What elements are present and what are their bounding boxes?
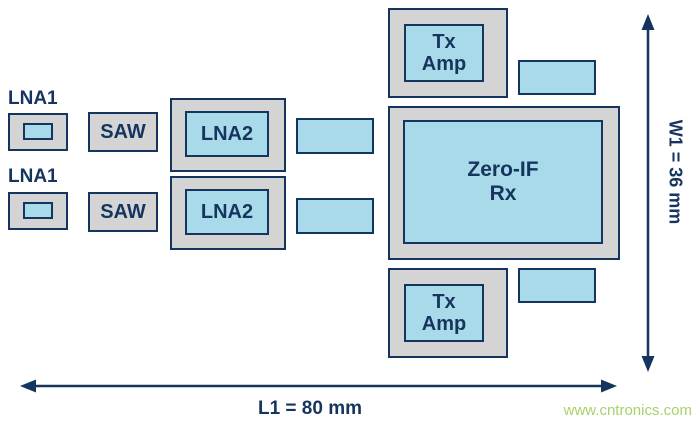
tx-amp-top-package: Tx Amp: [388, 8, 508, 98]
zero-if-rx-die-label: Zero-IF Rx: [403, 120, 603, 244]
component-rx-input-row1: [296, 118, 374, 154]
lna1-package-row2: [8, 192, 68, 230]
tx-amp-bottom-package: Tx Amp: [388, 268, 508, 358]
lna1-die-row2: [23, 202, 53, 219]
lna2-package-row1: LNA2: [170, 98, 286, 172]
length-dimension-arrow: [20, 379, 617, 393]
tx-amp-top-die-label: Tx Amp: [404, 24, 484, 82]
lna1-die-row1: [23, 123, 53, 140]
lna2-die-label-row2: LNA2: [185, 189, 269, 235]
tx-amp-bottom-die-label: Tx Amp: [404, 284, 484, 342]
watermark-text: www.cntronics.com: [563, 402, 692, 419]
lna2-die-label-row1: LNA2: [185, 111, 269, 157]
component-rx-input-row2: [296, 198, 374, 234]
component-top-right: [518, 60, 596, 95]
lna2-package-row2: LNA2: [170, 176, 286, 250]
length-dimension-label: L1 = 80 mm: [257, 398, 363, 419]
zero-if-rx-package: Zero-IF Rx: [388, 106, 620, 260]
saw-filter-row1: SAW: [88, 112, 158, 152]
lna1-package-row1: [8, 113, 68, 151]
width-dimension-arrow: [641, 14, 655, 372]
component-bottom-right: [518, 268, 596, 303]
saw-filter-row2: SAW: [88, 192, 158, 232]
width-dimension-label: W1 = 36 mm: [665, 119, 686, 225]
lna1-label-row1: LNA1: [8, 88, 58, 109]
lna1-label-row2: LNA1: [8, 166, 58, 187]
